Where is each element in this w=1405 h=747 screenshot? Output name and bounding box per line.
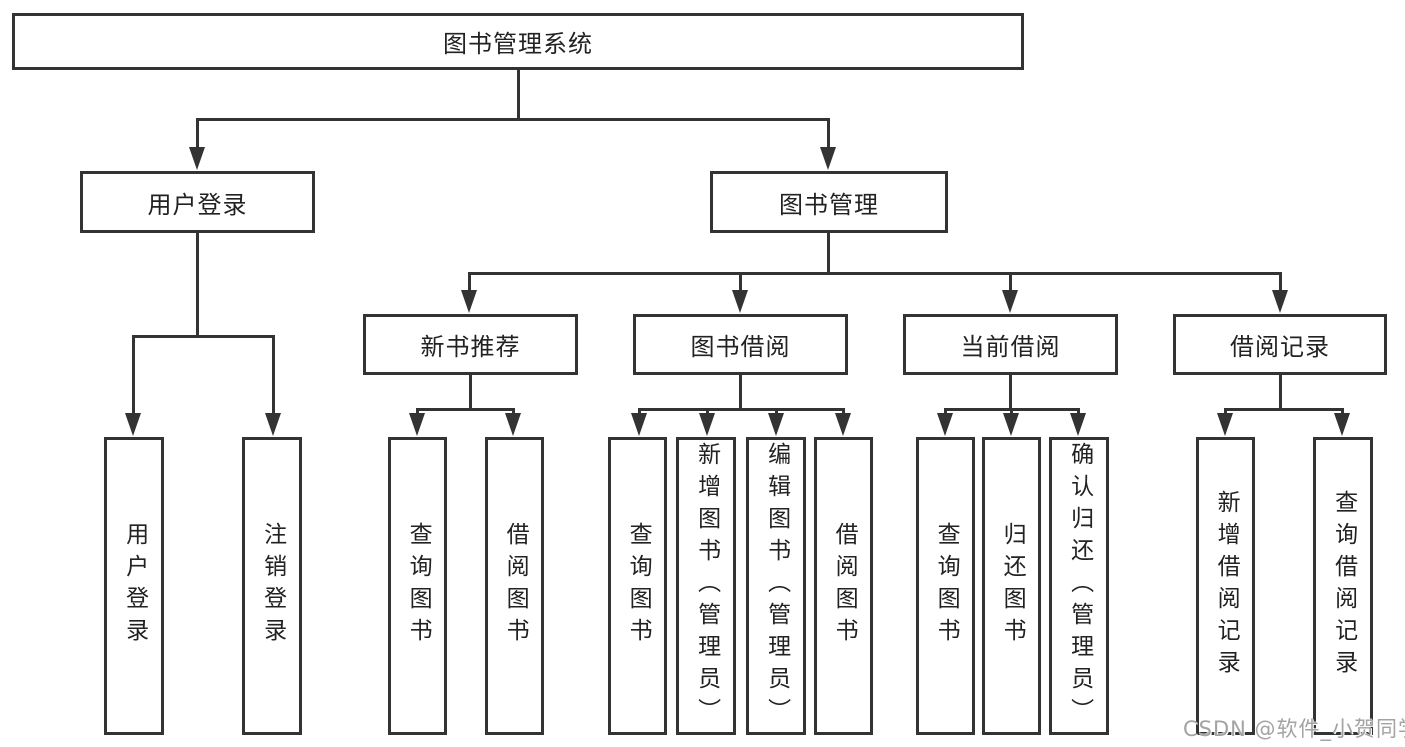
- leaf-borrowing-edit-books-admin: 编辑图书（管理员）: [746, 437, 806, 735]
- csdn-watermark: CSDN @软件_小贺同学: [1183, 717, 1405, 741]
- connector-line: [416, 408, 515, 411]
- node-book-management: 图书管理: [710, 171, 948, 233]
- connector-line: [196, 118, 830, 121]
- connector-line: [1010, 408, 1013, 416]
- connector-line: [1341, 408, 1344, 416]
- connector-line: [638, 408, 641, 416]
- leaf-borrowing-borrow-books: 借阅图书: [814, 437, 873, 735]
- arrowhead-down-icon: [631, 413, 647, 436]
- arrowhead-down-icon: [1272, 290, 1288, 313]
- connector-line: [272, 335, 275, 415]
- arrowhead-down-icon: [125, 413, 141, 436]
- arrowhead-down-icon: [189, 147, 205, 170]
- node-current-borrowing: 当前借阅: [903, 314, 1118, 375]
- leaf-current-return-books: 归还图书: [982, 437, 1041, 735]
- leaf-newbook-query-books: 查询图书: [388, 437, 447, 735]
- leaf-current-query-books: 查询图书: [916, 437, 975, 735]
- connector-line: [1077, 408, 1080, 416]
- arrowhead-down-icon: [937, 413, 953, 436]
- connector-line: [468, 272, 471, 292]
- connector-line: [739, 375, 742, 410]
- node-user-login: 用户登录: [80, 171, 315, 233]
- arrowhead-down-icon: [820, 147, 836, 170]
- leaf-current-confirm-return-admin: 确认归还（管理员）: [1049, 437, 1109, 735]
- connector-line: [1009, 272, 1012, 292]
- node-book-borrowing: 图书借阅: [633, 314, 848, 375]
- node-borrowing-records: 借阅记录: [1173, 314, 1387, 375]
- connector-line: [196, 118, 199, 149]
- leaf-logout: 注销登录: [242, 437, 302, 735]
- connector-line: [517, 70, 520, 118]
- arrowhead-down-icon: [732, 290, 748, 313]
- node-library-management-system: 图书管理系统: [12, 13, 1024, 70]
- connector-line: [775, 408, 778, 416]
- connector-line: [132, 335, 135, 415]
- connector-line: [827, 118, 830, 149]
- connector-line: [739, 272, 742, 292]
- arrowhead-down-icon: [1003, 413, 1019, 436]
- connector-line: [706, 408, 709, 416]
- leaf-borrowing-query-books: 查询图书: [608, 437, 667, 735]
- connector-line: [416, 408, 419, 416]
- connector-line: [1279, 375, 1282, 410]
- connector-line: [469, 375, 472, 410]
- arrowhead-down-icon: [835, 413, 851, 436]
- connector-line: [1224, 408, 1344, 411]
- connector-line: [827, 233, 830, 274]
- connector-line: [1009, 375, 1012, 410]
- leaf-borrowing-add-books-admin: 新增图书（管理员）: [676, 437, 736, 735]
- arrowhead-down-icon: [409, 413, 425, 436]
- arrowhead-down-icon: [1334, 413, 1350, 436]
- leaf-user-login: 用户登录: [104, 437, 164, 735]
- connector-line: [1224, 408, 1227, 416]
- leaf-records-query-borrow-record: 查询借阅记录: [1313, 437, 1373, 735]
- connector-line: [196, 233, 199, 337]
- arrowhead-down-icon: [1217, 413, 1233, 436]
- leaf-newbook-borrow-books: 借阅图书: [485, 437, 544, 735]
- connector-line: [1279, 272, 1282, 292]
- connector-line: [842, 408, 845, 416]
- arrowhead-down-icon: [1070, 413, 1086, 436]
- arrowhead-down-icon: [1002, 290, 1018, 313]
- arrowhead-down-icon: [768, 413, 784, 436]
- connector-line: [638, 408, 845, 411]
- arrowhead-down-icon: [265, 413, 281, 436]
- connector-line: [132, 335, 275, 338]
- connector-line: [468, 272, 1281, 275]
- connector-line: [512, 408, 515, 416]
- arrowhead-down-icon: [461, 290, 477, 313]
- connector-line: [944, 408, 947, 416]
- arrowhead-down-icon: [505, 413, 521, 436]
- leaf-records-add-borrow-record: 新增借阅记录: [1196, 437, 1255, 735]
- node-new-book-recommend: 新书推荐: [363, 314, 578, 375]
- arrowhead-down-icon: [699, 413, 715, 436]
